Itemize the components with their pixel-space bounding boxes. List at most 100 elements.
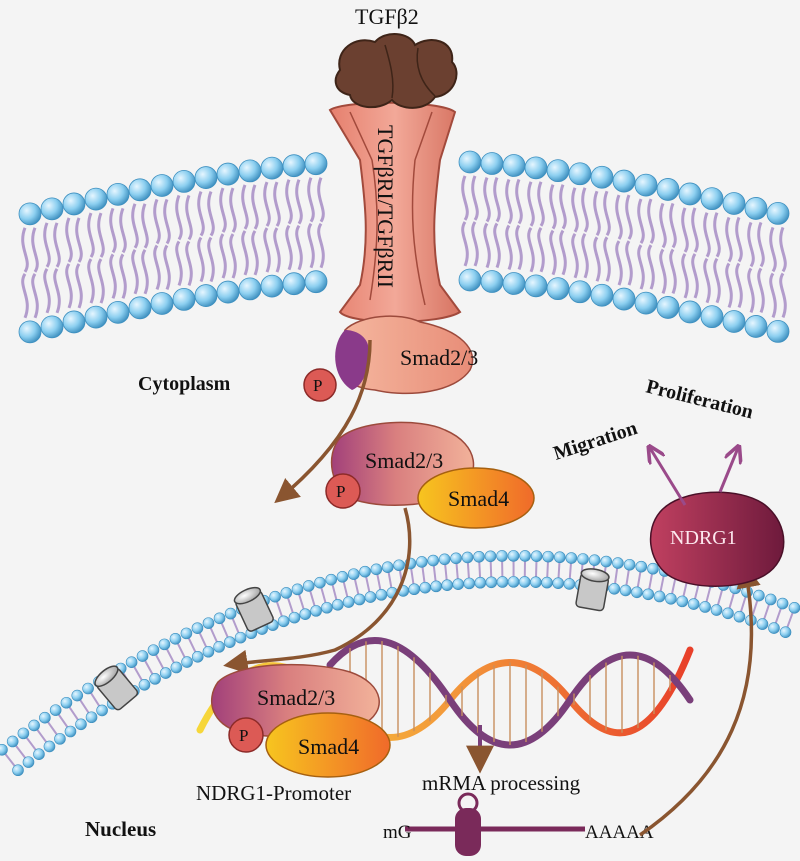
smad23-label-1: Smad2/3 <box>400 345 478 370</box>
lipid-head <box>612 169 636 193</box>
processing-label: mRMA processing <box>422 771 581 795</box>
lipid-tail <box>109 207 117 299</box>
lipid-tail <box>659 202 667 294</box>
lipid-head <box>546 159 570 183</box>
lipid-tail <box>735 216 743 309</box>
lipid-head <box>530 550 543 562</box>
lipid-head <box>136 650 149 662</box>
lipid-tail <box>43 222 51 314</box>
lipid-head <box>590 283 614 307</box>
lipid-tail <box>647 198 655 290</box>
lipid-head <box>364 591 377 603</box>
lipid-head <box>700 305 724 329</box>
lipid-tail <box>681 207 689 299</box>
phosphate-label-1: P <box>313 376 322 395</box>
lipid-head <box>577 553 589 565</box>
lipid-head <box>321 601 333 614</box>
lipid-head <box>170 661 183 674</box>
lipid-head <box>282 154 306 178</box>
lipid-head <box>635 560 648 573</box>
lipid-head <box>753 589 765 602</box>
lipid-head <box>106 182 130 206</box>
lipid-head <box>766 320 790 343</box>
lipid-head <box>75 718 87 731</box>
phosphate-label-3: P <box>239 726 248 745</box>
lipid-head <box>282 272 306 296</box>
receptor-label: TGFβRI/TGFβRII <box>373 125 398 288</box>
lipid-head <box>427 554 440 567</box>
ndrg1-label: NDRG1 <box>670 527 737 549</box>
lipid-head <box>656 296 680 319</box>
lipid-head <box>612 557 624 569</box>
lipid-head <box>12 764 24 777</box>
lipid-head <box>530 576 542 588</box>
lipid-head <box>260 274 284 298</box>
lipid-tail <box>131 203 139 295</box>
smad23-label-2: Smad2/3 <box>365 448 443 473</box>
mrna-cap-label: mG <box>383 822 412 843</box>
lipid-head <box>678 182 702 206</box>
lipid-head <box>194 284 218 307</box>
lipid-head <box>473 550 485 563</box>
dna-base-pairs <box>349 641 671 745</box>
lipid-head <box>224 636 236 648</box>
lipid-tail <box>581 187 589 279</box>
lipid-head <box>634 173 658 197</box>
lipid-head <box>172 169 196 193</box>
lipid-head <box>710 604 723 616</box>
lipid-head <box>768 622 780 634</box>
lipid-head <box>788 601 800 614</box>
lipid-head <box>484 550 497 563</box>
lipid-head <box>676 595 689 608</box>
lipid-head <box>82 682 94 695</box>
lipid-head <box>733 610 746 623</box>
lipid-tail <box>21 227 29 319</box>
lipid-head <box>96 704 108 717</box>
lipid-tail <box>615 194 623 286</box>
lipid-head <box>653 590 666 603</box>
plasma-membrane-lipid-tails <box>21 175 787 319</box>
lipid-head <box>172 287 196 311</box>
lipid-head <box>60 696 73 709</box>
lipid-head <box>524 156 548 180</box>
lipid-head <box>563 578 576 590</box>
lipid-head <box>458 150 482 174</box>
lipid-tail <box>75 217 83 309</box>
lipid-head <box>461 551 474 564</box>
lipid-head <box>54 733 66 745</box>
lipid-head <box>568 162 592 186</box>
lipid-tail <box>505 178 513 271</box>
tgfb2-ligand <box>334 33 458 109</box>
lipid-head <box>64 725 77 738</box>
lipid-head <box>450 552 462 565</box>
arrow-mrna-to-ndrg1 <box>639 563 761 837</box>
lipid-tail <box>163 198 171 291</box>
arrow-to-proliferation <box>718 448 738 493</box>
lipid-head <box>722 310 746 333</box>
lipid-head <box>0 743 8 756</box>
lipid-head <box>600 555 613 568</box>
lipid-tail <box>273 181 281 273</box>
lipid-tail <box>229 187 237 279</box>
lipid-tail <box>65 217 73 309</box>
lipid-head <box>756 618 769 630</box>
lipid-head <box>416 556 428 568</box>
lipid-tail <box>141 203 149 295</box>
lipid-head <box>314 576 326 589</box>
lipid-head <box>552 577 564 589</box>
lipid-head <box>213 612 226 625</box>
lipid-head <box>299 608 312 620</box>
lipid-head <box>458 268 482 292</box>
nuclear-pore-2-icon <box>94 665 139 711</box>
lipid-head <box>430 580 442 593</box>
lipid-head <box>744 197 768 220</box>
smad-complex-nucleus <box>210 663 391 778</box>
lipid-head <box>84 187 108 211</box>
lipid-head <box>191 651 204 663</box>
lipid-head <box>147 644 160 656</box>
lipid-tail <box>461 175 469 267</box>
lipid-head <box>634 291 658 315</box>
lipid-head <box>180 627 193 640</box>
lipid-head <box>518 576 531 588</box>
lipid-tail <box>559 184 567 276</box>
